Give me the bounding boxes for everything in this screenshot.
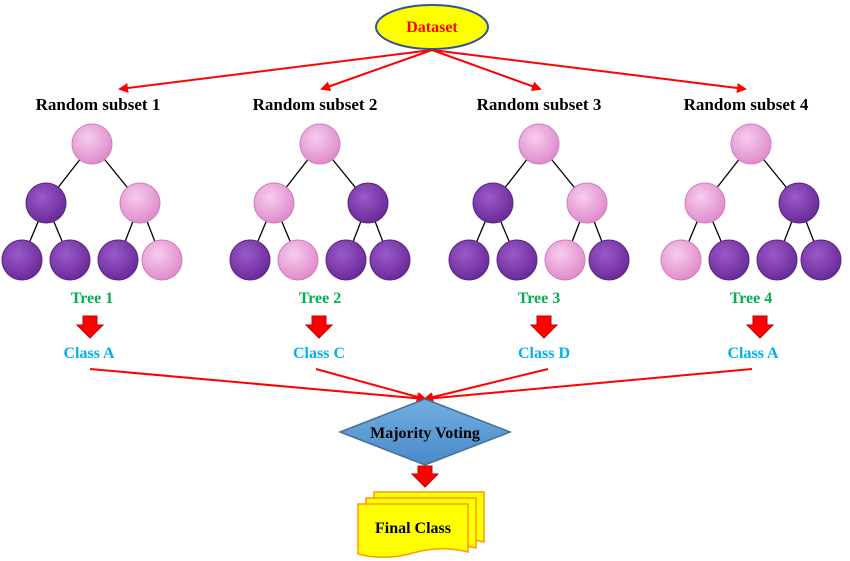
class-label: Class A [63,345,115,362]
subset-group-1: Random subset 1 Tree 1 Class A [1,95,183,362]
subset-label: Random subset 2 [253,95,378,114]
down-arrow-icon [745,315,775,339]
pink-node [253,182,295,224]
purple-node [25,182,67,224]
purple-node [588,239,630,281]
purple-node [97,239,139,281]
purple-node [708,239,750,281]
pink-node [141,239,183,281]
purple-node [1,239,43,281]
subset-label: Random subset 4 [684,95,809,114]
pink-node [71,123,113,165]
arrow-line [320,49,433,92]
arrow-line [89,368,427,404]
pink-node [119,182,161,224]
purple-node [448,239,490,281]
pink-node [299,123,341,165]
down-arrow-icon [410,465,440,488]
dataset-arrows [118,49,747,93]
purple-node [472,182,514,224]
class-label: Class D [518,345,570,362]
final-class-node: Final Class [357,491,485,558]
majority-voting-node: Majority Voting [337,398,513,466]
arrow-line [423,368,753,404]
pink-node [518,123,560,165]
arrow-line [118,49,433,93]
dataset-ellipse [375,4,489,50]
purple-node [325,239,367,281]
voting-label: Majority Voting [370,425,480,442]
down-arrow-icon [75,315,105,339]
pink-node [684,182,726,224]
dataset-label: Dataset [406,19,458,36]
tree-label: Tree 3 [518,290,561,307]
final-doc-front [357,503,469,558]
tree-label: Tree 4 [730,290,773,307]
dataset-node: Dataset [375,4,489,50]
purple-node [347,182,389,224]
tree-label: Tree 1 [71,290,114,307]
down-arrow-icon [304,315,334,339]
purple-node [369,239,411,281]
pink-node [544,239,586,281]
pink-node [730,123,772,165]
decision-tree-3 [448,123,630,281]
arrow-line [431,49,542,91]
purple-node [800,239,842,281]
arrow-line [423,368,549,402]
tree-label: Tree 2 [299,290,342,307]
voting-diamond [337,398,513,466]
class-label: Class A [727,345,779,362]
purple-node [229,239,271,281]
subset-group-3: Random subset 3 Tree 3 Class D [448,95,630,362]
purple-node [496,239,538,281]
subset-label: Random subset 1 [36,95,161,114]
purple-node [756,239,798,281]
decision-tree-1 [1,123,183,281]
decision-tree-2 [229,123,411,281]
purple-node [49,239,91,281]
subset-group-2: Random subset 2 Tree 2 Class C [229,95,411,362]
pink-node [660,239,702,281]
class-to-voting-arrows [89,368,753,404]
purple-node [778,182,820,224]
arrow-line [431,49,747,93]
subset-label: Random subset 3 [477,95,602,114]
pink-node [566,182,608,224]
down-arrow-icon [529,315,559,339]
pink-node [277,239,319,281]
class-label: Class C [293,345,345,362]
final-class-label: Final Class [375,520,451,537]
subset-group-4: Random subset 4 Tree 4 Class A [660,95,842,362]
arrow-line [315,368,427,402]
decision-tree-4 [660,123,842,281]
